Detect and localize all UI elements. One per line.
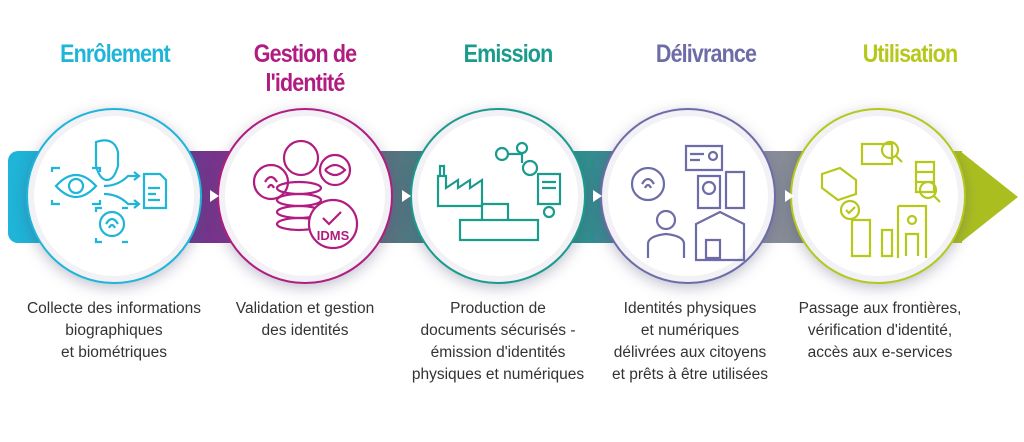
step-title-gestion: Gestion de l'identité: [219, 40, 391, 98]
step-desc-emission: Production de documents sécurisés - émis…: [398, 298, 598, 386]
step-circle-delivrance: [600, 108, 776, 284]
step-circle-emission: [410, 108, 586, 284]
emission-icons: [436, 141, 562, 242]
enrolment-icons: [50, 139, 168, 244]
next-arrow-icon: [210, 190, 219, 202]
desc-line: biographiques: [65, 322, 163, 339]
step-desc-enrolement: Collecte des informations biographiques …: [14, 298, 214, 364]
desc-line: Validation et gestion: [235, 300, 375, 317]
delivrance-icons: [630, 144, 746, 262]
desc-line: documents sécurisés -: [420, 322, 576, 339]
step-title-utilisation: Utilisation: [862, 40, 958, 68]
title-line: Gestion de: [253, 40, 357, 68]
step-desc-utilisation: Passage aux frontières, vérification d'i…: [780, 298, 980, 364]
desc-line: Passage aux frontières,: [798, 300, 962, 317]
step-title-delivrance: Délivrance: [655, 40, 757, 68]
desc-line: délivrées aux citoyens: [613, 344, 767, 361]
step-desc-delivrance: Identités physiques et numériques délivr…: [590, 298, 790, 386]
desc-line: physiques et numériques: [411, 366, 585, 383]
desc-line: Production de: [450, 300, 546, 317]
desc-line: Identités physiques: [623, 300, 757, 317]
desc-line: Collecte des informations: [26, 300, 202, 317]
utilisation-icons: [820, 140, 941, 258]
step-title-enrolement: Enrôlement: [60, 40, 171, 68]
next-arrow-icon: [785, 190, 794, 202]
desc-line: et biométriques: [61, 344, 167, 361]
next-arrow-icon: [593, 190, 602, 202]
desc-line: des identités: [261, 322, 349, 339]
desc-line: émission d'identités: [430, 344, 566, 361]
step-circle-utilisation: [790, 108, 966, 284]
idms-icons: IDMS: [252, 139, 359, 250]
step-title-emission: Emission: [463, 40, 554, 68]
title-line: l'identité: [265, 69, 346, 97]
step-circle-enrolement: [26, 108, 202, 284]
desc-line: vérification d'identité,: [807, 322, 953, 339]
desc-line: accès aux e-services: [807, 344, 953, 361]
desc-line: et prêts à être utilisées: [612, 366, 768, 383]
next-arrow-icon: [402, 190, 411, 202]
desc-line: et numériques: [640, 322, 740, 339]
band-end-arrow: [960, 151, 1018, 243]
step-circle-gestion: IDMS: [217, 108, 393, 284]
step-desc-gestion: Validation et gestion des identités: [205, 298, 405, 342]
idms-badge: IDMS: [317, 228, 350, 243]
